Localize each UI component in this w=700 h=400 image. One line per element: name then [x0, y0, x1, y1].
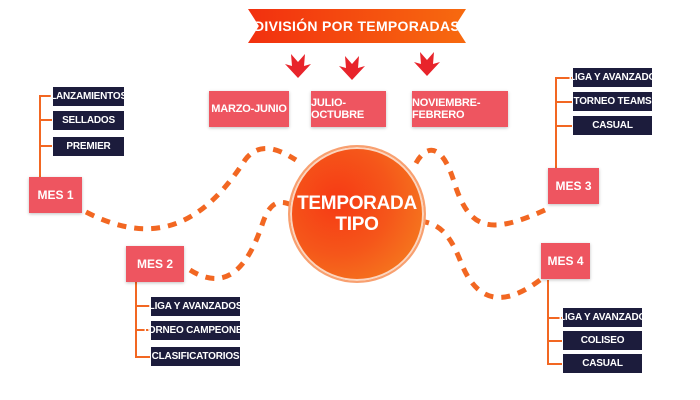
bracket-mes3 — [555, 77, 572, 168]
month-box-mes2: MES 2 — [126, 246, 184, 282]
tag-mes2-3: CLASIFICATORIOS — [151, 347, 240, 366]
tag-mes2-1: LIGA Y AVANZADOS — [149, 297, 243, 316]
tag-mes4-1: LIGA Y AVANZADO — [559, 308, 646, 327]
tag-mes1-3: PREMIER — [53, 137, 124, 156]
tag-mes4-3: CASUAL — [563, 354, 642, 373]
dashed-path-mes3 — [412, 147, 547, 228]
dashed-path-mes1 — [84, 145, 298, 232]
tag-mes4-2: COLISEO — [563, 331, 642, 350]
tag-mes3-3: CASUAL — [573, 116, 652, 135]
center-title-line1: TEMPORADA — [297, 193, 417, 214]
title-banner: DIVISIÓN POR TEMPORADAS — [248, 9, 466, 43]
month-box-mes1: MES 1 — [29, 177, 82, 213]
bracket-mes1 — [39, 95, 52, 178]
month-box-mes4: MES 4 — [541, 243, 590, 279]
period-julio-octubre: JULIO-OCTUBRE — [311, 91, 386, 127]
dashed-path-mes4 — [424, 219, 542, 300]
month-box-mes3: MES 3 — [548, 168, 599, 204]
period-noviembre-febrero: NOVIEMBRE-FEBRERO — [412, 91, 508, 127]
bracket-mes2 — [135, 280, 150, 358]
bracket-mes4 — [547, 280, 562, 365]
tag-mes1-2: SELLADOS — [53, 111, 124, 130]
arrow-down-icon — [285, 54, 311, 78]
arrow-down-icon — [414, 52, 440, 76]
arrow-down-icon — [339, 56, 365, 80]
tag-mes1-1: LANZAMIENTOS — [50, 87, 127, 106]
tag-mes2-2: TORNEO CAMPEONES — [142, 321, 249, 340]
tag-mes3-2: TORNEO TEAMS — [573, 92, 652, 111]
dashed-path-mes2 — [188, 200, 293, 281]
center-title-line2: TIPO — [335, 214, 379, 235]
tag-mes3-1: LIGA Y AVANZADO — [569, 68, 656, 87]
center-circle: TEMPORADA TIPO — [288, 145, 426, 283]
period-marzo-junio: MARZO-JUNIO — [209, 91, 289, 127]
